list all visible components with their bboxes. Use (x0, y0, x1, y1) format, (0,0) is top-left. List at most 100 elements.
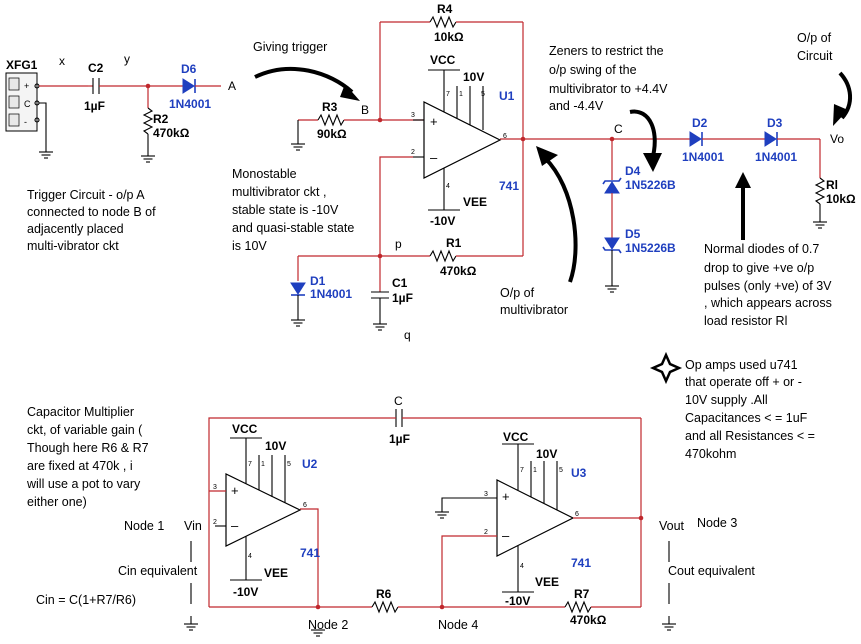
u1-vee-value: -10V (430, 214, 455, 228)
svg-text:2: 2 (484, 529, 488, 536)
node-a-label: A (228, 79, 236, 93)
circuit-output-note: O/p of Circuit (797, 31, 835, 63)
r2-value: 470kΩ (153, 126, 190, 140)
opamp-u1: + – (413, 70, 523, 210)
resistor-r1 (429, 249, 457, 263)
diode-d2 (689, 131, 765, 147)
rl-ref: Rl (826, 178, 838, 192)
svg-text:2: 2 (213, 519, 217, 526)
u3-vee: VEE (535, 575, 559, 589)
d1-ref: D1 (310, 274, 326, 288)
r7-value: 470kΩ (570, 613, 607, 627)
capacitor-c (390, 409, 641, 427)
u2-vee: VEE (264, 566, 288, 580)
svg-text:5: 5 (559, 467, 563, 474)
node-vo-label: Vo (830, 132, 844, 146)
svg-text:+: + (231, 483, 239, 498)
node-p-label: p (395, 237, 402, 251)
u1-vee: VEE (463, 195, 487, 209)
node-q-label: q (404, 328, 411, 342)
svg-text:4: 4 (248, 553, 252, 560)
svg-text:-: - (24, 117, 27, 127)
d5-ref: D5 (625, 227, 641, 241)
d3-ref: D3 (767, 116, 783, 130)
d2-value: 1N4001 (682, 150, 724, 164)
zener-d4 (602, 139, 622, 238)
c1-ref: C1 (392, 276, 408, 290)
resistor-r4 (429, 15, 457, 29)
r1-ref: R1 (446, 236, 462, 250)
cin-equivalent-label: Cin equivalent (118, 564, 198, 578)
normal-diodes-note: Normal diodes of 0.7 drop to give +ve o/… (704, 242, 835, 328)
c2-value: 1µF (84, 99, 105, 113)
u1-vcc: VCC (430, 53, 456, 67)
c1-value: 1µF (392, 291, 413, 305)
node-c-label: C (614, 122, 623, 136)
svg-text:5: 5 (287, 461, 291, 468)
svg-text:4: 4 (446, 183, 450, 190)
d4-value: 1N5226B (625, 178, 676, 192)
vin-label: Vin (184, 519, 202, 533)
c2-ref: C2 (88, 61, 104, 75)
svg-text:–: – (430, 150, 438, 165)
r7-ref: R7 (574, 587, 590, 601)
svg-text:7: 7 (248, 461, 252, 468)
u2-vcc-value: 10V (265, 439, 286, 453)
r3-value: 90kΩ (317, 127, 347, 141)
r6-ref: R6 (376, 587, 392, 601)
capacitor-c1 (371, 256, 389, 331)
rl-value: 10kΩ (826, 192, 856, 206)
giving-trigger-note: Giving trigger (253, 40, 327, 54)
diode-d3 (764, 131, 820, 147)
svg-text:2: 2 (411, 149, 415, 156)
r2-ref: R2 (153, 112, 169, 126)
svg-text:7: 7 (520, 467, 524, 474)
resistor-rl (812, 139, 828, 229)
multivibrator-output-note: O/p of multivibrator (500, 286, 568, 317)
u2-vcc: VCC (232, 422, 258, 436)
d4-ref: D4 (625, 164, 641, 178)
svg-text:+: + (502, 489, 510, 504)
c-value: 1µF (389, 432, 410, 446)
r4-value: 10kΩ (434, 30, 464, 44)
d3-value: 1N4001 (755, 150, 797, 164)
zener-d5 (602, 237, 622, 293)
svg-text:+: + (430, 114, 438, 129)
u1-vcc-value: 10V (463, 70, 484, 84)
d2-ref: D2 (692, 116, 708, 130)
u2-part: 741 (300, 546, 320, 560)
svg-text:C: C (24, 99, 31, 109)
u1-part: 741 (499, 179, 519, 193)
star-bullet-icon (649, 351, 683, 385)
capacitor-c2 (88, 78, 148, 94)
node-x-label: x (59, 54, 65, 68)
opamp-u2: + – (209, 438, 319, 607)
svg-text:3: 3 (484, 491, 488, 498)
svg-text:1: 1 (459, 91, 463, 98)
cout-equivalent-label: Cout equivalent (668, 564, 755, 578)
svg-text:7: 7 (446, 91, 450, 98)
trigger-circuit-note: Trigger Circuit - o/p A connected to nod… (27, 188, 159, 253)
u3-part: 741 (571, 556, 591, 570)
node-y-label: y (124, 52, 130, 66)
svg-text:6: 6 (503, 133, 507, 140)
capacitor-multiplier-note: Capacitor Multiplier ckt, of variable ga… (26, 405, 152, 509)
svg-text:1: 1 (533, 467, 537, 474)
function-generator-xfg1[interactable]: + C - (5, 72, 40, 132)
opamps-used-note: Op amps used u741 that operate off + or … (685, 358, 818, 461)
resistor-r2 (140, 86, 156, 163)
svg-text:+: + (24, 81, 29, 91)
vout-label: Vout (659, 519, 685, 533)
u2-vee-value: -10V (233, 585, 258, 599)
svg-text:6: 6 (303, 502, 307, 509)
svg-text:6: 6 (575, 511, 579, 518)
svg-text:1: 1 (261, 461, 265, 468)
u2-ref: U2 (302, 457, 318, 471)
node-b-label: B (361, 103, 369, 117)
svg-text:–: – (231, 518, 239, 533)
node1-label: Node 1 (124, 519, 164, 533)
svg-text:3: 3 (411, 112, 415, 119)
node3-label: Node 3 (697, 516, 737, 530)
d6-value: 1N4001 (169, 97, 211, 111)
